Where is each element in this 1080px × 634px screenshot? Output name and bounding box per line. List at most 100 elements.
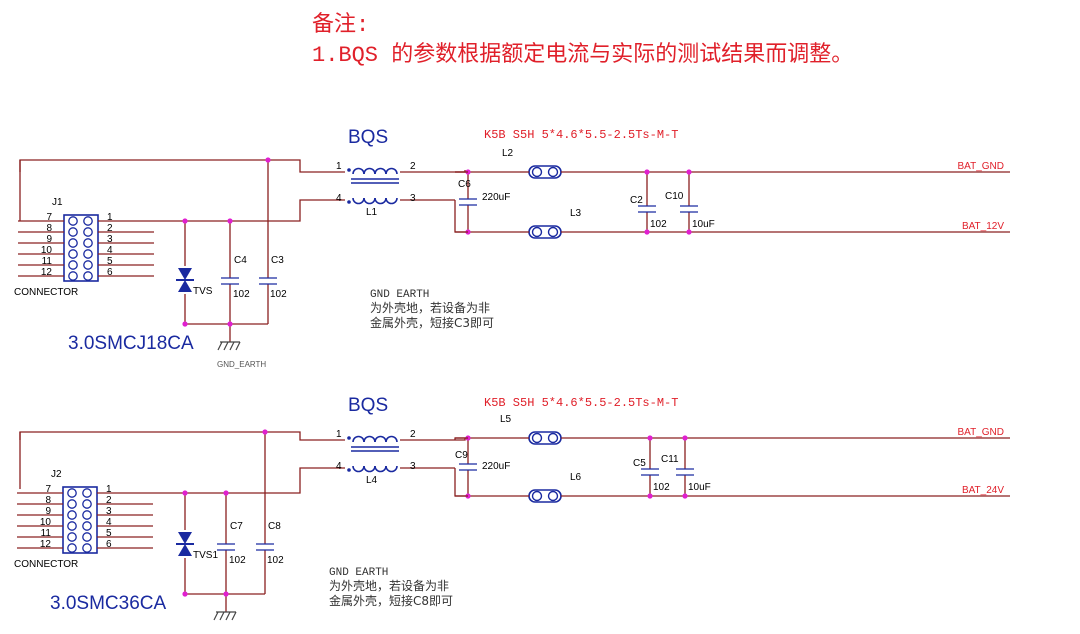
connector-pin-hole — [83, 260, 93, 270]
filter-label: BQS — [348, 127, 388, 148]
circuit2-bead-bottom — [528, 489, 562, 503]
cap-b-ref: C3 — [271, 255, 284, 266]
bead-top-ref: L2 — [502, 148, 514, 159]
connector-pin-hole — [82, 532, 92, 542]
net-label-bottom: BAT_24V — [962, 485, 1004, 496]
connector-pin-number: 2 — [106, 495, 112, 506]
wire — [455, 438, 466, 441]
choke-polarity-dot — [347, 436, 351, 440]
tvs-ref: TVS — [193, 286, 213, 297]
connector-pin-number: 3 — [106, 506, 112, 517]
connector-pin-number: 8 — [46, 223, 52, 234]
connector-ref: J2 — [51, 469, 62, 480]
connector-pin-hole — [82, 543, 92, 553]
connector-pin-hole — [83, 238, 93, 248]
junction-dot — [182, 218, 188, 224]
cap-a-value: 102 — [229, 555, 246, 566]
connector-pin-hole — [67, 543, 77, 553]
junction-dot — [182, 321, 188, 327]
circuit1-bead-top-core — [531, 166, 543, 178]
connector-pin-number: 5 — [106, 528, 112, 539]
circuit1-bead-bottom-core — [547, 226, 559, 238]
wire — [454, 468, 520, 497]
connector-body — [62, 486, 98, 554]
tvs-part: 3.0SMCJ18CA — [68, 333, 194, 354]
tvs-triangle-lower — [178, 280, 192, 292]
filter-label: BQS — [348, 395, 388, 416]
connector-label: CONNECTOR — [14, 287, 78, 298]
connector-pin-hole — [83, 216, 93, 226]
connector-pin-number: 7 — [46, 212, 52, 223]
connector-pin-number: 10 — [40, 517, 52, 528]
choke-pin: 2 — [410, 161, 416, 172]
connector-pin-number: 10 — [41, 245, 53, 256]
connector-pin-number: 12 — [41, 267, 53, 278]
earth-hatch — [229, 341, 235, 351]
bead-bottom-ref: L6 — [570, 472, 582, 483]
choke-polarity-dot — [347, 468, 351, 472]
connector-pin-number: 4 — [107, 245, 113, 256]
cap-bulk-value: 220uF — [482, 192, 510, 203]
circuit2-bead-top — [528, 431, 562, 445]
net-label-top: BAT_GND — [958, 427, 1005, 438]
cap-c-value: 102 — [650, 219, 667, 230]
junction-dot — [182, 490, 188, 496]
note-line-1: 1.BQS 的参数根据额定电流与实际的测试结果而调整。 — [312, 43, 854, 68]
choke-ref: L1 — [366, 207, 378, 218]
choke-pin: 1 — [336, 429, 342, 440]
choke-winding — [385, 167, 398, 175]
choke-winding — [374, 435, 387, 443]
earth-hatch — [213, 611, 219, 621]
earth-label: GND_EARTH — [217, 360, 266, 369]
note-title: 备注: — [312, 13, 370, 38]
cap-c-ref: C5 — [633, 458, 646, 469]
choke-polarity-dot — [347, 200, 351, 204]
cap-bulk-ref: C9 — [455, 450, 468, 461]
choke-winding — [352, 435, 365, 443]
wire — [19, 159, 345, 173]
cap-d-value: 10uF — [692, 219, 715, 230]
choke-winding — [385, 465, 398, 473]
choke-polarity-dot — [347, 168, 351, 172]
cap-b-ref: C8 — [268, 521, 281, 532]
junction-dot — [223, 591, 229, 597]
junction-dot — [682, 493, 688, 499]
bead-bottom-ref: L3 — [570, 208, 582, 219]
choke-pin: 1 — [336, 161, 342, 172]
connector-pin-number: 9 — [46, 234, 52, 245]
wire — [153, 467, 345, 494]
junction-dot — [686, 169, 692, 175]
gnd-note-line-2: 金属外壳，短接C8即可 — [329, 593, 453, 608]
tvs-ref: TVS1 — [193, 550, 218, 561]
tvs-triangle-lower — [178, 544, 192, 556]
choke-pin: 3 — [410, 193, 416, 204]
connector-pin-number: 12 — [40, 539, 52, 550]
connector-pin-hole — [67, 499, 77, 509]
cap-d-ref: C11 — [661, 454, 679, 465]
choke-winding — [352, 197, 365, 205]
junction-dot — [223, 490, 229, 496]
connector-pin-number: 9 — [45, 506, 51, 517]
junction-dot — [227, 218, 233, 224]
earth-hatch — [225, 611, 231, 621]
connector-pin-number: 7 — [45, 484, 51, 495]
choke-winding — [385, 435, 398, 443]
wire — [154, 199, 345, 222]
connector-pin-number: 3 — [107, 234, 113, 245]
junction-dot — [686, 229, 692, 235]
circuit2-bead-bottom-core — [547, 490, 559, 502]
gnd-note-title: GND EARTH — [329, 567, 388, 579]
choke-winding — [352, 465, 365, 473]
junction-dot — [644, 229, 650, 235]
net-label-top: BAT_GND — [958, 161, 1005, 172]
connector-pin-hole — [67, 488, 77, 498]
tvs-triangle-upper — [178, 268, 192, 280]
connector-pin-number: 2 — [107, 223, 113, 234]
choke-pin: 4 — [336, 461, 342, 472]
choke-ref: L4 — [366, 475, 378, 486]
circuit1-bead-top — [528, 165, 562, 179]
bead-top-ref: L5 — [500, 414, 512, 425]
cap-b-value: 102 — [270, 289, 287, 300]
connector-pin-number: 11 — [42, 256, 53, 267]
